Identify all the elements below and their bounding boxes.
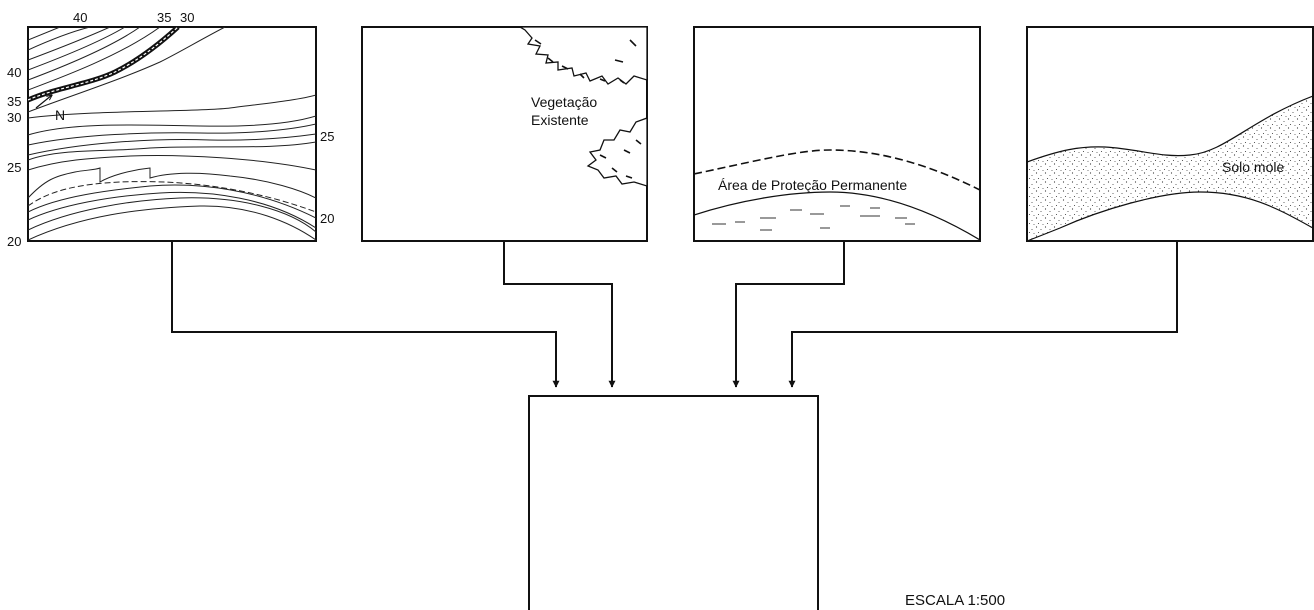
left-contour-label-30: 30 [7,110,21,125]
vegetation-canopy [518,27,647,187]
top-contour-label-40: 40 [73,10,87,25]
protection-frame [693,26,981,242]
connector-vegetation [503,241,616,388]
connector-protection [732,241,845,388]
right-contour-label-20: 20 [320,211,334,226]
vegetation-label-line2: Existente [531,112,589,128]
topography-panel: N 40 35 30 40 35 30 25 20 25 20 [7,10,334,249]
north-label: N [55,107,65,123]
topography-frame [27,26,317,242]
vegetation-panel: Vegetação Existente [361,26,648,242]
protection-lines [694,149,980,241]
top-contour-label-35: 35 [157,10,171,25]
soft-soil-panel: Solo mole [1026,26,1314,242]
top-contour-label-30: 30 [180,10,194,25]
soft-soil-area [1027,95,1313,241]
overlay-result-panel [528,395,819,610]
vegetation-label-line1: Vegetação [531,94,597,110]
protection-panel: Área de Proteção Permanente [693,26,981,242]
scale-label: ESCALA 1:500 [905,592,1005,609]
connector-topography [171,241,560,388]
left-contour-label-20: 20 [7,234,21,249]
north-arrow-icon [35,95,52,109]
left-contour-label-35: 35 [7,94,21,109]
connector-soft-soil [788,241,1178,388]
right-contour-label-25: 25 [320,129,334,144]
left-contour-label-25: 25 [7,160,21,175]
contour-lines [28,27,316,241]
protection-label: Área de Proteção Permanente [718,177,907,193]
connectors [171,241,1178,388]
soft-soil-label: Solo mole [1222,159,1284,175]
left-contour-label-40: 40 [7,65,21,80]
